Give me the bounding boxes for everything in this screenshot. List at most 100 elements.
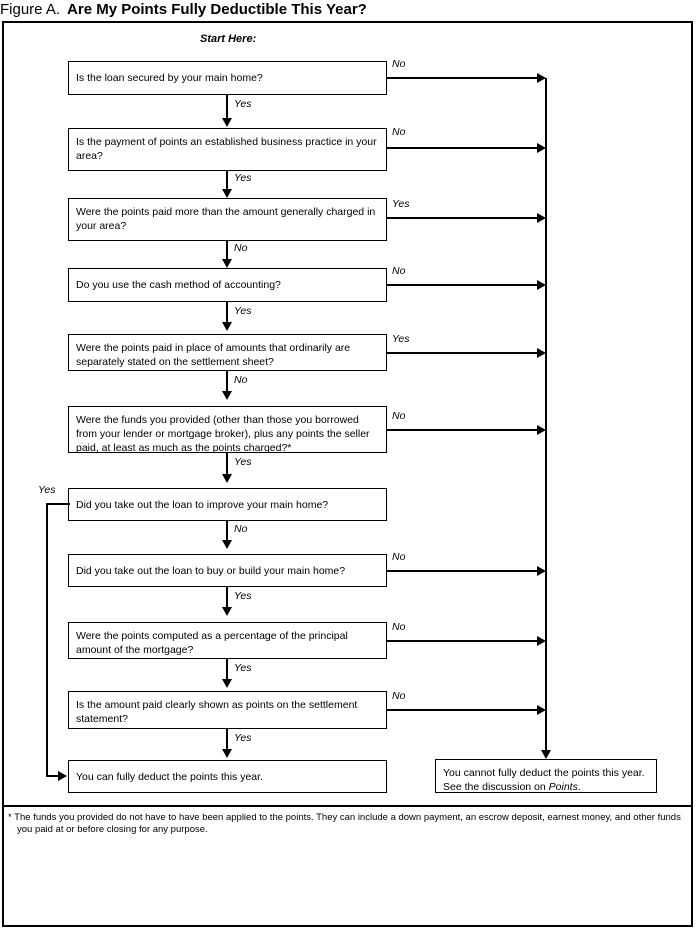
edge-q1-yes-arrowhead <box>222 118 232 127</box>
node-q4-text: Do you use the cash method of accounting… <box>76 279 281 291</box>
node-q5[interactable]: Were the points paid in place of amounts… <box>68 334 387 371</box>
footnote-line1: The funds you provided do not have to ha… <box>14 812 681 823</box>
edge-label-q10-no: No <box>392 690 406 702</box>
edge-q4-no-line <box>387 284 539 286</box>
node-q1-text: Is the loan secured by your main home? <box>76 72 263 84</box>
edge-q1-no-arrowhead <box>537 73 546 83</box>
edge-label-q3-yes: Yes <box>392 198 410 210</box>
node-q6[interactable]: Were the funds you provided (other than … <box>68 406 387 454</box>
figure-title-bar: Figure A. Are My Points Fully Deductible … <box>0 0 697 20</box>
footnote: * The funds you provided do not have to … <box>8 812 686 836</box>
edge-q10-no-line <box>387 709 539 711</box>
edge-q5-no-line <box>226 371 228 393</box>
edge-label-q5-no: No <box>234 374 248 386</box>
right-bus-line <box>545 78 547 754</box>
diagram-footnote-divider <box>4 805 693 807</box>
edge-q4-yes-line <box>226 302 228 324</box>
not-deductible-line1: You cannot fully deduct the points this <box>443 767 619 779</box>
node-outcome-deductible-text: You can fully deduct the points this yea… <box>76 770 263 783</box>
edge-q2-no-arrowhead <box>537 143 546 153</box>
node-q2-text: Is the payment of points an established … <box>76 136 377 162</box>
edge-q3-yes-line <box>387 217 539 219</box>
edge-q8-no-line <box>387 570 539 572</box>
edge-q6-no-arrowhead <box>537 425 546 435</box>
edge-label-q1-yes: Yes <box>234 98 252 110</box>
edge-label-q3-no: No <box>234 242 248 254</box>
edge-q8-yes-line <box>226 587 228 609</box>
edge-q5-yes-arrowhead <box>537 348 546 358</box>
edge-q4-no-arrowhead <box>537 280 546 290</box>
edge-label-q5-yes: Yes <box>392 333 410 345</box>
node-q10[interactable]: Is the amount paid clearly shown as poin… <box>68 691 387 729</box>
edge-q10-no-arrowhead <box>537 705 546 715</box>
right-bus-arrowhead <box>541 750 551 759</box>
node-q8-text: Did you take out the loan to buy or buil… <box>76 564 346 577</box>
node-q10-text: Is the amount paid clearly shown as poin… <box>76 699 358 725</box>
edge-q3-yes-arrowhead <box>537 213 546 223</box>
edge-label-q10-yes: Yes <box>234 732 252 744</box>
edge-q2-yes-line <box>226 171 228 191</box>
edge-q7-yes-hline-top <box>46 503 70 505</box>
edge-q2-yes-arrowhead <box>222 189 232 198</box>
node-q9-text: Were the points computed as a percentage… <box>76 630 348 656</box>
edge-q7-yes-vline <box>46 503 48 777</box>
edge-label-q4-no: No <box>392 265 406 277</box>
edge-q9-yes-line <box>226 659 228 681</box>
edge-label-q7-no: No <box>234 523 248 535</box>
node-outcome-not-deductible[interactable]: You cannot fully deduct the points this … <box>435 759 657 793</box>
edge-q6-no-line <box>387 429 539 431</box>
node-q9[interactable]: Were the points computed as a percentage… <box>68 622 387 659</box>
node-q6-text: Were the funds you provided (other than … <box>76 414 370 454</box>
edge-q10-yes-line <box>226 729 228 751</box>
node-q7-text: Did you take out the loan to improve you… <box>76 498 329 511</box>
not-deductible-period: . <box>577 781 581 793</box>
node-q4[interactable]: Do you use the cash method of accounting… <box>68 268 387 302</box>
edge-q5-no-arrowhead <box>222 391 232 400</box>
edge-label-q6-yes: Yes <box>234 456 252 468</box>
edge-label-q2-yes: Yes <box>234 172 252 184</box>
footnote-star: * <box>8 812 12 823</box>
page-title: Are My Points Fully Deductible This Year… <box>67 1 367 18</box>
edge-q7-yes-hline-bottom <box>46 775 60 777</box>
node-outcome-deductible[interactable]: You can fully deduct the points this yea… <box>68 760 387 793</box>
node-outcome-not-deductible-text: You cannot fully deduct the points this … <box>443 766 649 794</box>
node-q3-text: Were the points paid more than the amoun… <box>76 206 376 232</box>
node-q3[interactable]: Were the points paid more than the amoun… <box>68 198 387 241</box>
edge-q2-no-line <box>387 147 539 149</box>
edge-q6-yes-line <box>226 453 228 476</box>
edge-q1-no-line <box>387 77 539 79</box>
edge-label-q4-yes: Yes <box>234 305 252 317</box>
edge-q3-no-line <box>226 241 228 261</box>
not-deductible-line2: year. See the discussion on <box>443 767 645 793</box>
edge-label-q8-no: No <box>392 551 406 563</box>
footnote-line2: you paid at or before closing for any pu… <box>17 824 208 835</box>
edge-label-q8-yes: Yes <box>234 590 252 602</box>
edge-label-q6-no: No <box>392 410 406 422</box>
edge-q7-yes-arrowhead <box>58 771 67 781</box>
edge-q8-yes-arrowhead <box>222 607 232 616</box>
node-q2[interactable]: Is the payment of points an established … <box>68 128 387 171</box>
node-q5-text: Were the points paid in place of amounts… <box>76 342 351 368</box>
edge-label-q7-yes: Yes <box>38 484 56 496</box>
edge-q9-no-line <box>387 640 539 642</box>
edge-q4-yes-arrowhead <box>222 322 232 331</box>
edge-q8-no-arrowhead <box>537 566 546 576</box>
edge-label-q1-no: No <box>392 58 406 70</box>
edge-q1-yes-line <box>226 95 228 120</box>
node-q1[interactable]: Is the loan secured by your main home? <box>68 61 387 95</box>
edge-q6-yes-arrowhead <box>222 474 232 483</box>
edge-q7-no-arrowhead <box>222 540 232 549</box>
edge-label-q9-yes: Yes <box>234 662 252 674</box>
edge-q9-no-arrowhead <box>537 636 546 646</box>
edge-label-q9-no: No <box>392 621 406 633</box>
edge-q10-yes-arrowhead <box>222 749 232 758</box>
edge-q7-no-line <box>226 521 228 542</box>
node-q7[interactable]: Did you take out the loan to improve you… <box>68 488 387 521</box>
edge-q5-yes-line <box>387 352 539 354</box>
edge-q3-no-arrowhead <box>222 259 232 268</box>
figure-label: Figure A. <box>0 1 61 18</box>
start-here-label: Start Here: <box>200 33 257 45</box>
node-q8[interactable]: Did you take out the loan to buy or buil… <box>68 554 387 587</box>
edge-label-q2-no: No <box>392 126 406 138</box>
